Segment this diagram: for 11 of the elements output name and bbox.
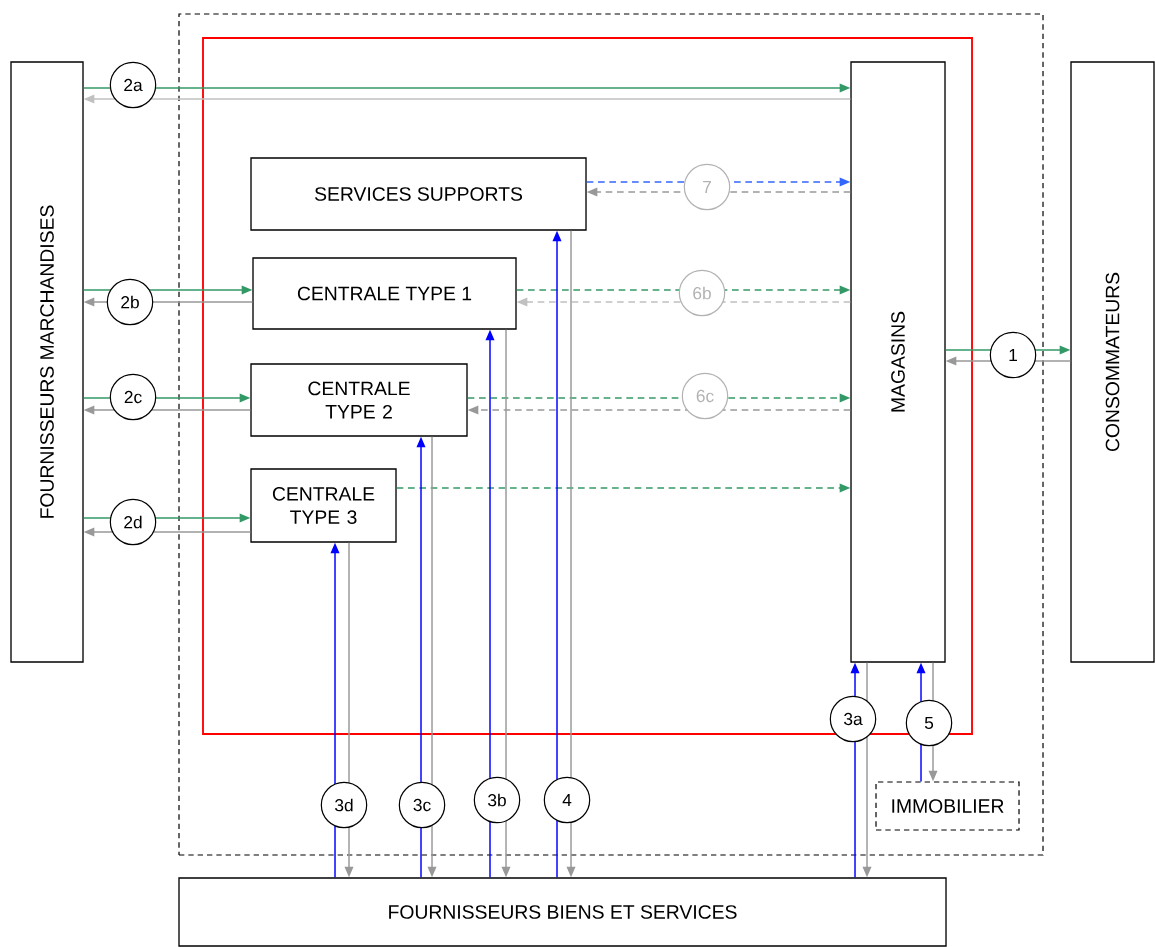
process-box: SERVICES SUPPORTS: [250, 157, 587, 231]
process-box: CONSOMMATEURS: [1070, 61, 1155, 663]
process-box: CENTRALE TYPE 2: [250, 363, 468, 437]
process-box: FOURNISSEURS BIENS ET SERVICES: [178, 877, 947, 947]
process-box: CENTRALE TYPE 3: [250, 468, 397, 543]
process-box: MAGASINS: [850, 61, 946, 663]
frame-box: [202, 37, 973, 735]
frame-box: [178, 13, 1044, 856]
process-box: FOURNISSEURS MARCHANDISES: [10, 61, 84, 663]
process-box: CENTRALE TYPE 1: [252, 257, 517, 330]
process-box: IMMOBILIER: [875, 781, 1020, 831]
